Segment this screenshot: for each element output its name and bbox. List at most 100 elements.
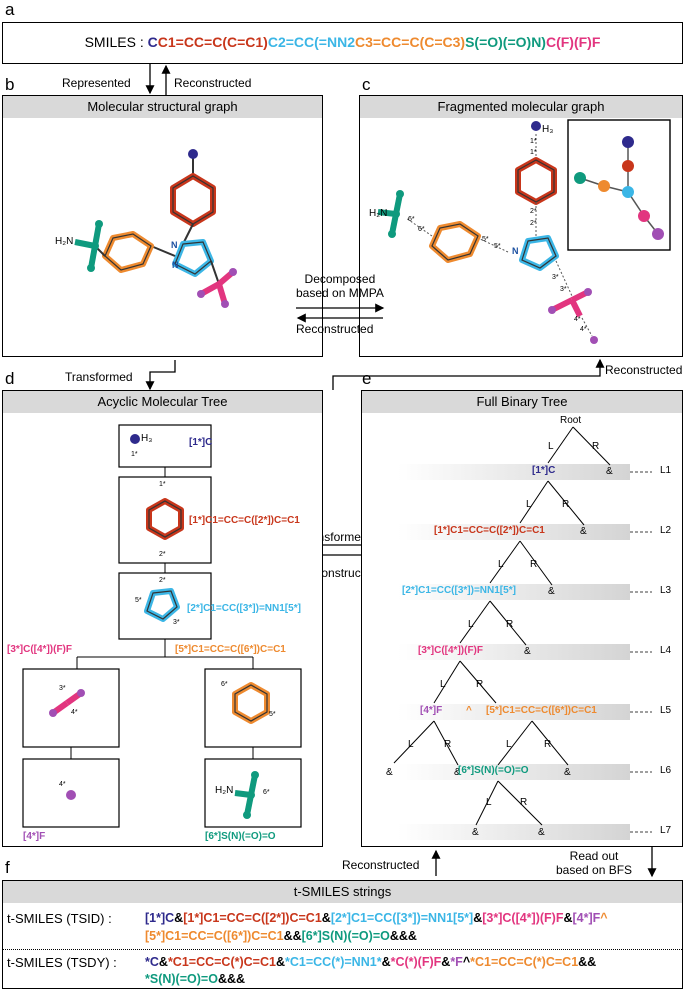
reconstructed-bc-label: Reconstructed (296, 322, 374, 336)
acyclic-tree (22, 424, 302, 828)
segment: C (147, 34, 158, 50)
edge-l: L (526, 499, 532, 510)
edge-r: R (544, 739, 552, 750)
level-label: L2 (660, 525, 672, 536)
level-bar (398, 824, 630, 840)
attach-label: 3* (560, 286, 567, 293)
header-f: t-SMILES strings (3, 881, 682, 903)
transformed-label: Transformed (65, 370, 133, 384)
bt-node-6: [6*]S(N)(=O)=O (458, 765, 529, 776)
binary-tree (393, 426, 652, 833)
attach-label: 3* (173, 619, 180, 626)
tsid-label: t-SMILES (TSID) : (7, 911, 112, 926)
segment: & (321, 911, 331, 925)
tree-node-7: [6*]S(N)(=O)=O (205, 831, 276, 842)
segment: *F (450, 955, 463, 969)
smiles-prefix: SMILES : (84, 34, 144, 50)
attach-label: 1* (530, 138, 537, 145)
ring-benzene (170, 173, 216, 227)
level-label: L3 (660, 585, 672, 596)
amp: & (538, 827, 545, 838)
panel-e: Full Binary Tree Root L R [1*]C & L (361, 390, 683, 847)
amp: & (564, 767, 571, 778)
reconstructed-ce-label: Reconstructed (605, 363, 683, 377)
segment: & (441, 955, 451, 969)
attach-label: 3* (59, 685, 66, 692)
segment: *C (145, 955, 159, 969)
attach-label: 1* (530, 149, 537, 156)
edge-l: L (548, 441, 554, 452)
amp: & (454, 767, 461, 778)
attach-label: 5* (135, 597, 142, 604)
tsdy-line-2: *S(N)(=O)=O&&& (145, 972, 245, 986)
attach-label: 2* (159, 577, 166, 584)
segment: *C1=CC(*)=NN1* (285, 955, 382, 969)
level-bar (398, 764, 630, 780)
header-b: Molecular structural graph (3, 96, 322, 118)
svg-text:N: N (171, 240, 178, 250)
attach-label: 2* (530, 208, 537, 215)
bt-node-2: [1*]C1=CC=C([2*])C=C1 (434, 525, 545, 536)
segment: && (283, 929, 302, 943)
panel-a-smiles: SMILES : CC1=CC=C(C=C1)C2=CC(=NN2C3=CC=C… (2, 22, 683, 64)
edge-r: R (520, 797, 528, 808)
inset-graph-frame (567, 119, 671, 251)
level-bar (398, 644, 630, 660)
segment: ^ (600, 911, 608, 925)
segment: [6*]S(N)(=O)=O (301, 929, 390, 943)
attach-label: 6* (408, 216, 415, 223)
panel-d: Acyclic Molecular Tree H₃ 1* (2, 390, 323, 847)
segment: [5*]C1=CC=C([6*])C=C1 (145, 929, 284, 943)
segment: & (381, 955, 391, 969)
tsdy-label: t-SMILES (TSDY) : (7, 955, 117, 970)
attach-label: 5* (482, 236, 489, 243)
caret: ^ (466, 705, 472, 716)
level-bar (398, 464, 630, 480)
panel-label-e: e (362, 369, 372, 388)
edge-l: L (440, 679, 446, 690)
segment: [1*]C1=CC=C([2*])C=C1 (183, 911, 322, 925)
amine-label-d: H₂N (215, 785, 234, 796)
panel-label-b: b (5, 75, 15, 94)
amp: & (548, 586, 555, 597)
level-label: L1 (660, 465, 672, 476)
reconstructed-ab-label: Reconstructed (174, 76, 252, 90)
amp: & (580, 526, 587, 537)
edge-l: L (486, 797, 492, 808)
tsid-line-2: [5*]C1=CC=C([6*])C=C1&&[6*]S(N)(=O)=O&&& (145, 929, 417, 943)
panel-label-f: f (5, 858, 10, 877)
edge-r: R (506, 619, 514, 630)
amine-label-c: H₂N (369, 208, 388, 219)
attach-label: 1* (159, 481, 166, 488)
segment: C(F)(F)F (545, 34, 601, 50)
attach-label: 4* (59, 781, 66, 788)
edge-r: R (476, 679, 484, 690)
attach-label: 3* (552, 274, 559, 281)
molecule-graph-c: N (377, 119, 671, 344)
methyl-h3: H₃ (542, 124, 554, 135)
segment: [3*]C([4*])(F)F (482, 911, 564, 925)
smiles-string: SMILES : CC1=CC=C(C=C1)C2=CC(=NN2C3=CC=C… (3, 34, 682, 50)
amp: & (606, 466, 613, 477)
attach-label: 1* (131, 451, 138, 458)
edge-l: L (498, 559, 504, 570)
segment: [2*]C1=CC([3*])=NN1[5*] (330, 911, 474, 925)
header-e: Full Binary Tree (362, 391, 682, 413)
attach-label: 6* (221, 681, 228, 688)
segment: &&& (217, 972, 246, 986)
segment: *C(*)(F)F (390, 955, 442, 969)
segment: *C1=CC=C(*)C=C1 (167, 955, 276, 969)
attach-label: 6* (418, 226, 425, 233)
decomposed-label: Decomposed based on MMPA (296, 272, 384, 300)
segment: & (473, 911, 483, 925)
segment: && (578, 955, 597, 969)
attach-label: 5* (269, 711, 276, 718)
tree-node-2: [1*]C1=CC=C([2*])C=C1 (189, 515, 300, 526)
segment: C3=CC=C(C=C3) (354, 34, 466, 50)
amp: & (472, 827, 479, 838)
tree-node-4: [3*]C([4*])(F)F (7, 644, 72, 655)
level-bar (398, 524, 630, 540)
segment: C2=CC(=NN2 (267, 34, 355, 50)
segment: C1=CC=C(C=C1) (157, 34, 268, 50)
segment: *S(N)(=O)=O (145, 972, 218, 986)
